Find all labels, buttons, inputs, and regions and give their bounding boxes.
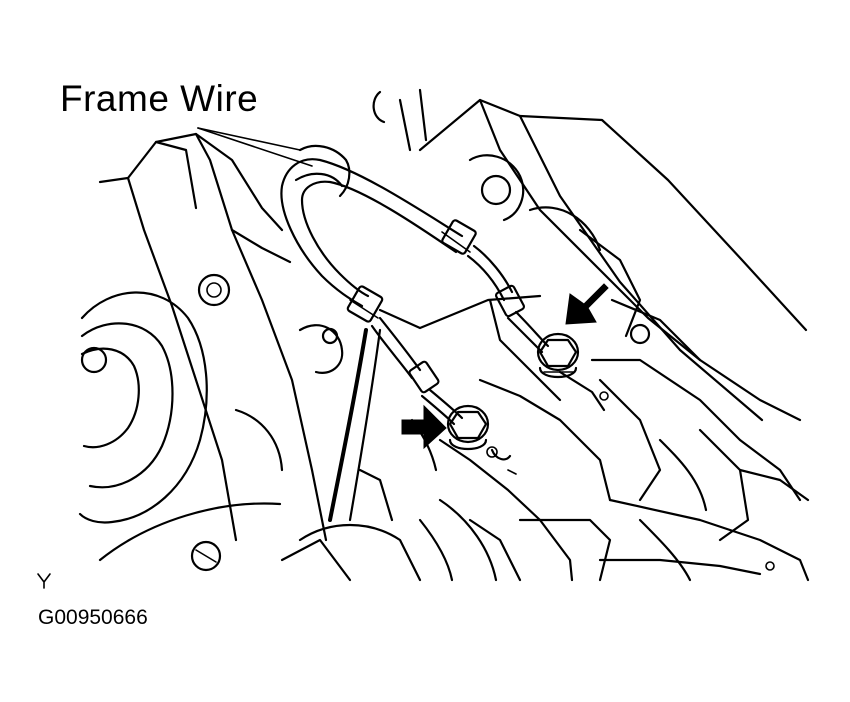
body-panel-drawing	[98, 132, 328, 572]
corner-mark	[37, 573, 51, 589]
lower-bracket-drawing	[280, 294, 762, 582]
bolt-lower	[446, 404, 490, 451]
figure-code: G00950666	[38, 606, 148, 629]
black-arrow-icon	[401, 404, 447, 450]
black-arrow-icon	[565, 283, 609, 325]
engine-mount-drawing	[78, 291, 282, 562]
frame-wire-drawing	[280, 144, 550, 426]
frame-wire-label: Frame Wire	[60, 78, 259, 119]
housing-drawing	[372, 88, 810, 582]
callout-leaders	[197, 127, 313, 167]
bolt-upper	[536, 332, 580, 379]
